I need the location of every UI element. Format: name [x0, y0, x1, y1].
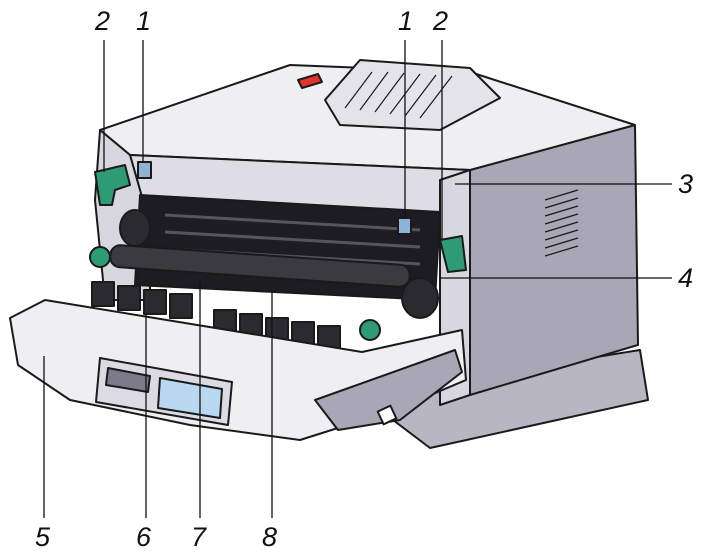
callout-5: 5	[35, 522, 51, 552]
roller-knob-left	[89, 246, 111, 268]
callout-3: 3	[678, 169, 693, 199]
fusing-handle-right	[401, 277, 439, 319]
panel-display	[105, 367, 151, 393]
callout-4: 4	[678, 263, 693, 293]
leader-lines	[43, 40, 672, 518]
callout-1-left: 1	[136, 6, 151, 36]
callout-2-right: 2	[432, 6, 448, 36]
side-vent-grille	[544, 189, 579, 257]
bracket-slot	[376, 404, 398, 426]
release-lever-right	[439, 235, 467, 273]
printer-illustration	[9, 59, 649, 449]
release-lever-left	[94, 164, 131, 206]
callout-1-right: 1	[398, 6, 413, 36]
lock-left	[137, 161, 152, 179]
output-tray	[324, 59, 501, 131]
callout-6: 6	[136, 522, 152, 552]
cover-bracket	[314, 349, 463, 431]
callout-2-left: 2	[94, 6, 110, 36]
lock-right	[397, 217, 412, 235]
callout-8: 8	[262, 522, 277, 552]
fusing-handle-left	[119, 209, 151, 247]
paper-guides	[91, 281, 341, 353]
callout-7: 7	[191, 522, 207, 552]
roller-knob-right	[359, 319, 381, 341]
callout-labels: 1 2 1 2 3 4 5 6 7 8	[35, 6, 693, 552]
panel-keys	[157, 377, 223, 419]
indicator-mark	[297, 73, 323, 89]
